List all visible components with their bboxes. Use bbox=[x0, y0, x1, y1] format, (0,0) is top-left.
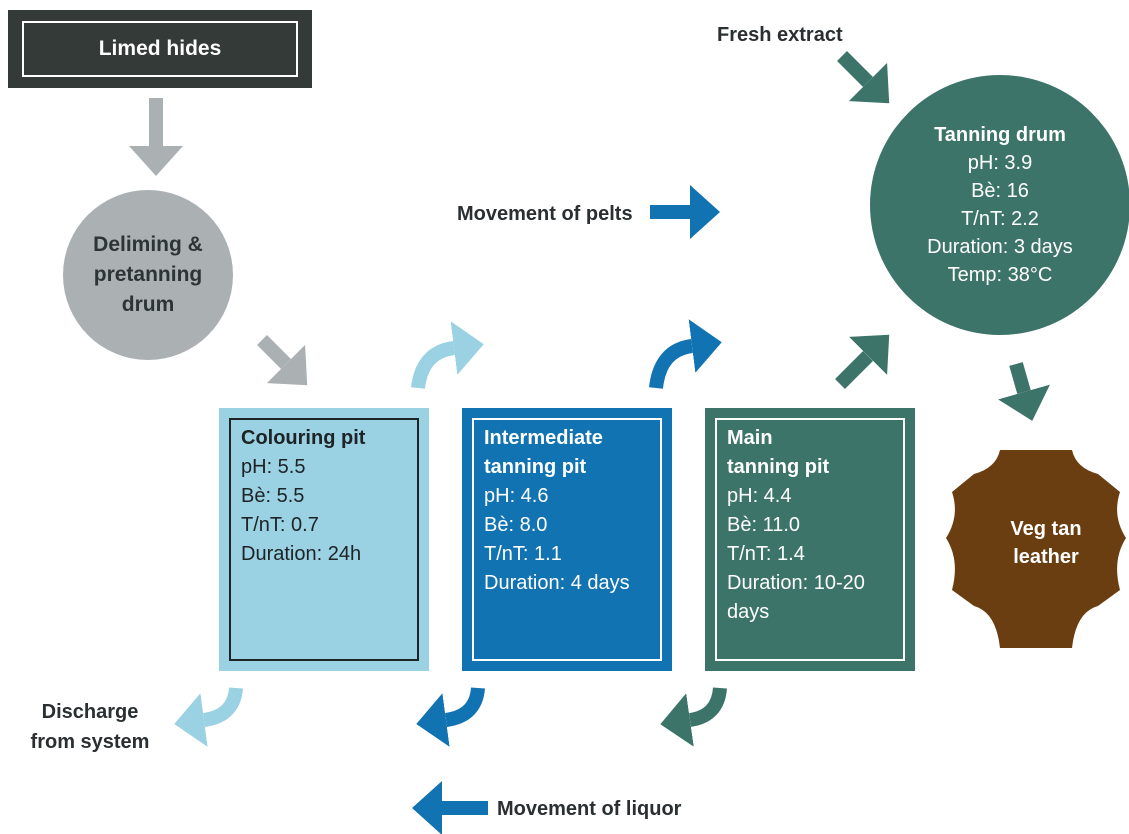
movement-of-pelts-label: Movement of pelts bbox=[457, 203, 633, 225]
colouring-pit-duration: Duration: 24h bbox=[241, 543, 362, 565]
arrow-liquor-discharge bbox=[174, 687, 243, 747]
deliming-drum-line2: pretanning bbox=[93, 263, 203, 286]
main-tanning-pit: Main tanning pit pH: 4.4 Bè: 11.0 T/nT: … bbox=[705, 408, 915, 671]
veg-tan-leather-label: Veg tan leather bbox=[986, 515, 1106, 571]
arrow-intermediate-to-main bbox=[649, 319, 722, 389]
main-pit-title-line1: Main bbox=[727, 427, 773, 449]
tanning-drum-temp: Temp: 38°C bbox=[947, 264, 1053, 286]
leather-line1: Veg tan bbox=[1010, 518, 1082, 540]
colouring-pit-text: Colouring pit pH: 5.5 Bè: 5.5 T/nT: 0.7 … bbox=[241, 424, 411, 569]
limed-hides-label: Limed hides bbox=[22, 21, 298, 77]
movement-of-liquor-label: Movement of liquor bbox=[497, 798, 682, 820]
intermediate-tanning-pit: Intermediate tanning pit pH: 4.6 Bè: 8.0… bbox=[462, 408, 672, 671]
colouring-pit-ph: pH: 5.5 bbox=[241, 456, 306, 478]
arrow-main-to-drum bbox=[835, 334, 890, 389]
arrow-drum-to-leather bbox=[998, 362, 1050, 421]
arrow-liquor-main-to-intermediate bbox=[660, 687, 727, 747]
intermediate-pit-text: Intermediate tanning pit pH: 4.6 Bè: 8.0… bbox=[484, 424, 654, 598]
main-pit-text: Main tanning pit pH: 4.4 Bè: 11.0 T/nT: … bbox=[727, 424, 897, 627]
tanning-drum-duration: Duration: 3 days bbox=[927, 236, 1073, 258]
arrow-colouring-to-intermediate bbox=[411, 321, 484, 390]
intermediate-pit-be: Bè: 8.0 bbox=[484, 514, 548, 536]
intermediate-pit-tnt: T/nT: 1.1 bbox=[484, 543, 562, 565]
intermediate-pit-frame: Intermediate tanning pit pH: 4.6 Bè: 8.0… bbox=[472, 418, 662, 661]
tanning-drum-be: Bè: 16 bbox=[971, 180, 1029, 202]
discharge-line2: from system bbox=[30, 731, 150, 753]
main-pit-ph: pH: 4.4 bbox=[727, 485, 792, 507]
colouring-pit: Colouring pit pH: 5.5 Bè: 5.5 T/nT: 0.7 … bbox=[219, 408, 429, 671]
intermediate-pit-duration: Duration: 4 days bbox=[484, 572, 630, 594]
main-pit-tnt: T/nT: 1.4 bbox=[727, 543, 805, 565]
tanning-drum-tnt: T/nT: 2.2 bbox=[961, 208, 1039, 230]
tanning-drum-title: Tanning drum bbox=[934, 124, 1066, 146]
limed-hides-box: Limed hides bbox=[8, 10, 312, 88]
deliming-drum-line3: drum bbox=[121, 293, 175, 316]
colouring-pit-frame: Colouring pit pH: 5.5 Bè: 5.5 T/nT: 0.7 … bbox=[229, 418, 419, 661]
intermediate-pit-ph: pH: 4.6 bbox=[484, 485, 549, 507]
deliming-drum: Deliming & pretanning drum bbox=[63, 190, 233, 360]
arrow-deliming-to-colouring bbox=[257, 335, 308, 386]
arrow-fresh-extract bbox=[837, 51, 890, 104]
main-pit-duration: Duration: 10-20 days bbox=[727, 572, 865, 623]
main-pit-be: Bè: 11.0 bbox=[727, 514, 801, 536]
main-pit-title-line2: tanning pit bbox=[727, 456, 830, 478]
colouring-pit-be: Bè: 5.5 bbox=[241, 485, 305, 507]
tanning-drum-ph: pH: 3.9 bbox=[967, 152, 1033, 174]
intermediate-pit-title-line1: Intermediate bbox=[484, 427, 603, 449]
tanning-drum: Tanning drum pH: 3.9 Bè: 16 T/nT: 2.2 Du… bbox=[870, 75, 1129, 335]
intermediate-pit-title-line2: tanning pit bbox=[484, 456, 587, 478]
deliming-drum-line1: Deliming & bbox=[93, 233, 203, 256]
colouring-pit-title: Colouring pit bbox=[241, 427, 366, 449]
main-pit-frame: Main tanning pit pH: 4.4 Bè: 11.0 T/nT: … bbox=[715, 418, 905, 661]
colouring-pit-tnt: T/nT: 0.7 bbox=[241, 514, 319, 536]
discharge-label: Discharge from system bbox=[20, 697, 160, 757]
leather-line2: leather bbox=[1013, 546, 1079, 568]
discharge-line1: Discharge bbox=[41, 701, 139, 723]
leather-hide-shape bbox=[946, 450, 1126, 648]
arrow-liquor-intermediate-to-colouring bbox=[416, 687, 485, 747]
fresh-extract-label: Fresh extract bbox=[717, 24, 843, 46]
